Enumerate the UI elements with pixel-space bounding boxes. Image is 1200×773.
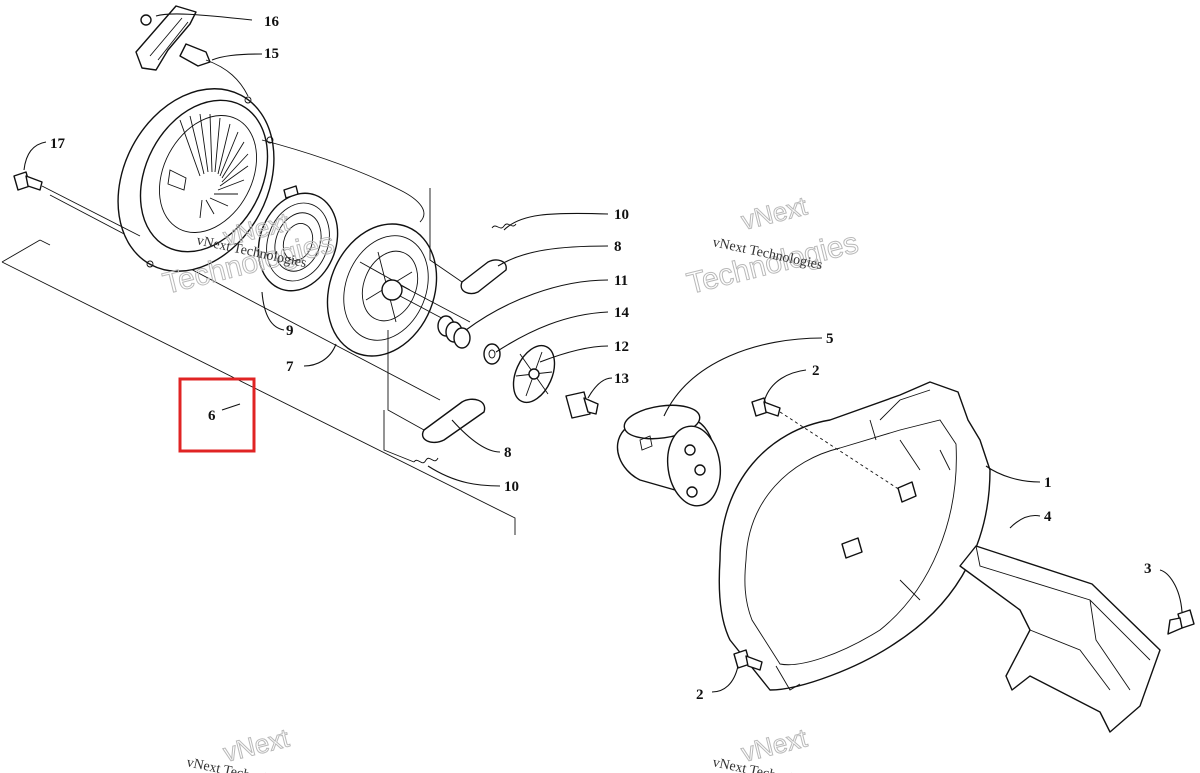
callout-14: 14	[614, 305, 630, 321]
part-4-air-duct	[959, 545, 1161, 733]
part-8-pawl-lower	[387, 330, 486, 444]
watermark-brand-top-3: vNext	[220, 722, 292, 767]
callout-numbers: 16 15 17 10 8 11 14 12 13 9 7 6 8 10 5 2…	[50, 14, 1152, 703]
part-11-spring	[437, 315, 471, 349]
callout-13: 13	[614, 371, 629, 387]
part-8-pawl-upper	[429, 188, 507, 295]
part-6-panel	[1, 194, 516, 535]
part-9-recoil-spring	[257, 185, 339, 292]
callout-4: 4	[1044, 509, 1052, 525]
part-16-starter-handle	[135, 5, 211, 71]
part-17-bolt	[13, 171, 141, 237]
part-10-pawl-spring-lower	[383, 410, 439, 464]
callout-11: 11	[614, 273, 628, 289]
highlight-box-callout-6	[178, 377, 256, 453]
watermark-brand-top-2: vNext	[738, 190, 810, 235]
callout-5: 5	[826, 331, 834, 347]
callout-1: 1	[1044, 475, 1052, 491]
callout-2-upper: 2	[812, 363, 820, 379]
callout-6: 6	[208, 408, 216, 424]
housing-ribs	[179, 113, 249, 219]
part-15-recoil-housing	[117, 59, 425, 272]
part-2-bolt-upper	[751, 397, 901, 491]
callout-8-lower: 8	[504, 445, 512, 461]
callout-7: 7	[286, 359, 294, 375]
leader-lines	[23, 13, 1183, 693]
callout-15: 15	[264, 46, 279, 62]
watermark-brand-top-4: vNext	[738, 722, 810, 767]
watermark-brand-bottom-2: Technologies	[684, 226, 862, 300]
part-1-fan-shroud	[718, 381, 991, 691]
callout-3: 3	[1144, 561, 1152, 577]
callout-2-lower: 2	[696, 687, 704, 703]
part-14-washer	[483, 343, 501, 365]
part-10-pawl-spring-upper	[491, 223, 517, 229]
callout-8-upper: 8	[614, 239, 622, 255]
part-2-bolt-lower	[733, 649, 763, 671]
callout-12: 12	[614, 339, 629, 355]
part-5-starter-cup	[616, 404, 722, 507]
callout-9: 9	[286, 323, 294, 339]
part-13-screw	[565, 391, 599, 419]
part-12-ratchet	[512, 344, 556, 404]
callout-10-upper: 10	[614, 207, 629, 223]
callout-17: 17	[50, 136, 66, 152]
callout-16: 16	[264, 14, 280, 30]
part-3-bolt	[1167, 609, 1195, 635]
callout-10-lower: 10	[504, 479, 519, 495]
